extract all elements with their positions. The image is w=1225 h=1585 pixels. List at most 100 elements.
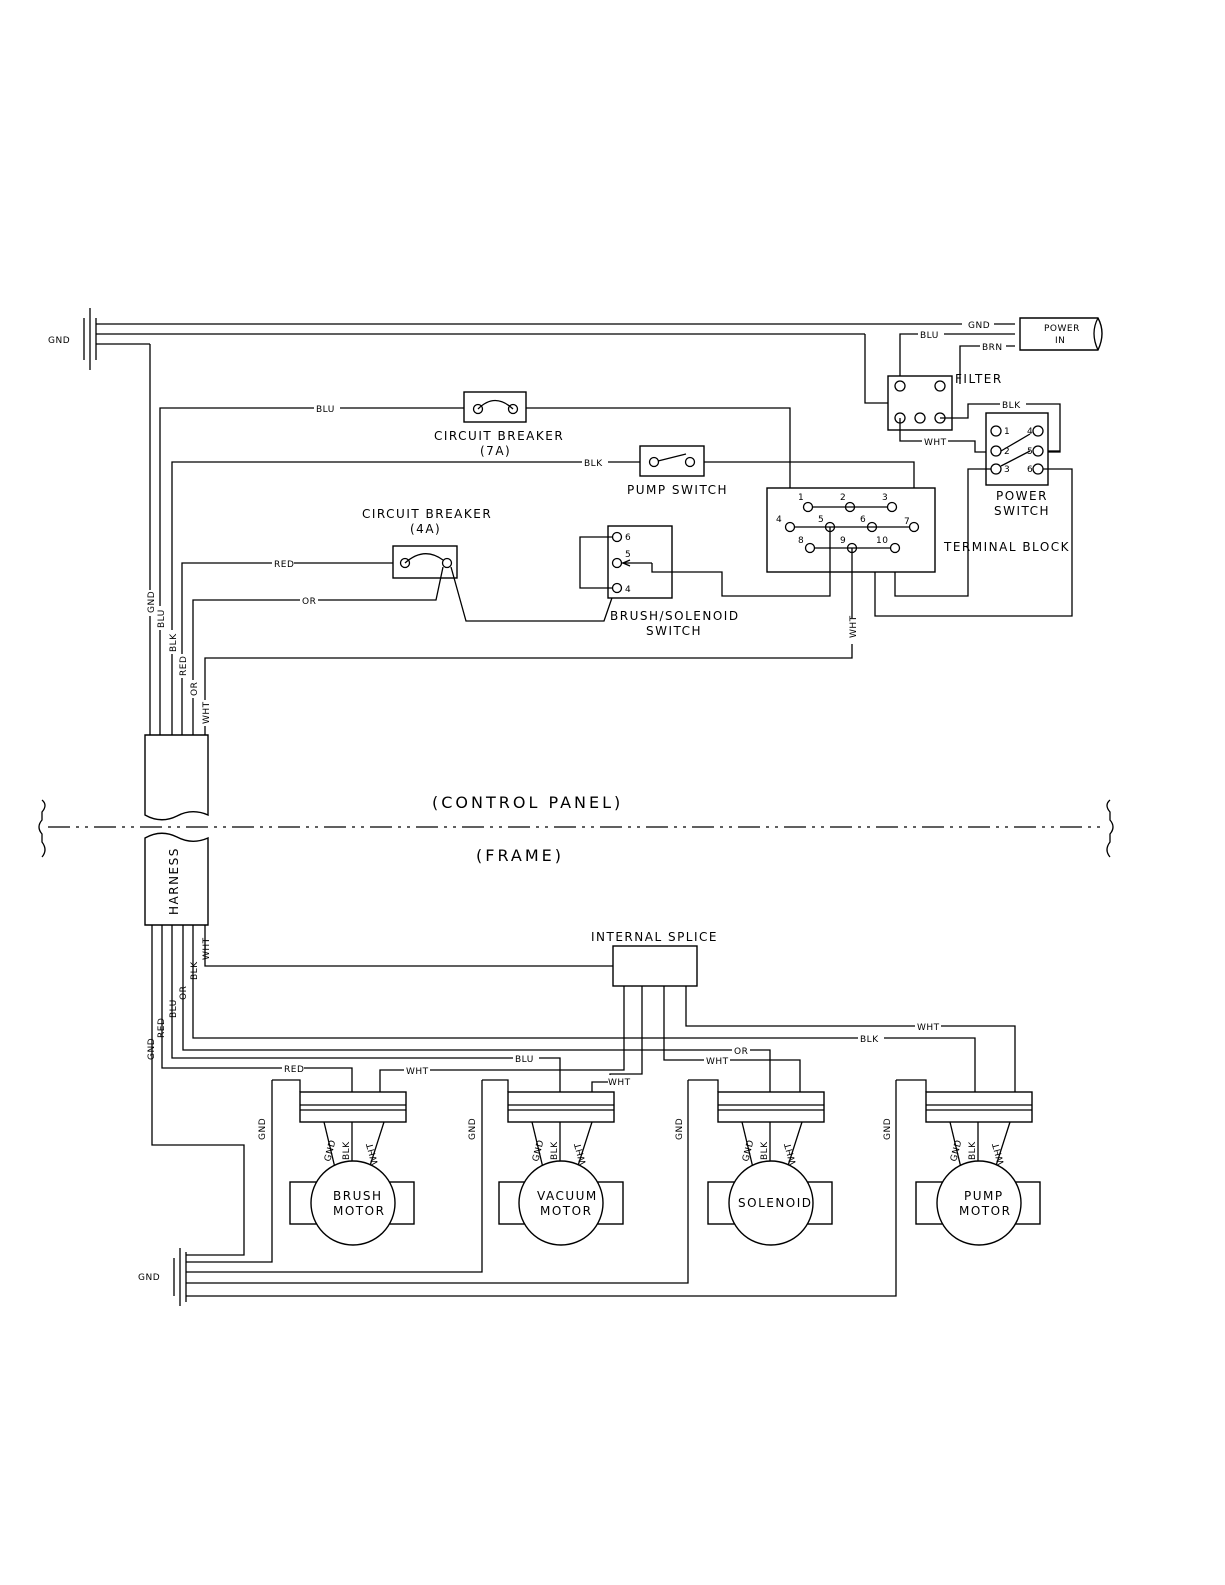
terminal-num-7: 7 <box>904 517 910 527</box>
bundle-label-blk-top: BLK <box>169 633 179 652</box>
frame-label: (FRAME) <box>476 846 564 865</box>
terminal-num-8: 8 <box>798 536 804 546</box>
power-switch-label-2: SWITCH <box>994 504 1050 518</box>
bundle-label-wht-bottom: WHT <box>202 937 212 960</box>
internal-splice: INTERNAL SPLICE <box>591 930 718 987</box>
wire-label-wht-vacuum: WHT <box>608 1078 631 1088</box>
pump-motor: PUMP MOTOR <box>896 1079 1041 1246</box>
wire-label-wht-term: WHT <box>849 615 859 638</box>
bundle-label-or-top: OR <box>190 682 200 696</box>
wire-label-wht-filter: WHT <box>924 438 947 448</box>
lead-wht-pump: WHT <box>991 1141 1007 1165</box>
circuit-breaker-7a-label-1: CIRCUIT BREAKER <box>434 429 564 443</box>
bundle-label-blu-bottom: BLU <box>169 999 179 1018</box>
filter-component: FILTER <box>887 372 1003 431</box>
bundle-label-red-top: RED <box>179 656 189 676</box>
brush-motor-label-2: MOTOR <box>333 1204 385 1218</box>
ground-symbol-top <box>83 308 97 370</box>
power-switch-num-3: 3 <box>1004 465 1010 475</box>
wire-label-wht-pump-motor: WHT <box>917 1023 940 1033</box>
terminal-num-5: 5 <box>818 515 824 525</box>
wire-label-blk-pump: BLK <box>584 459 603 469</box>
wire-label-blu-vacuum: BLU <box>515 1055 534 1065</box>
ground-return-wires: GND GND GND GND <box>186 1080 897 1297</box>
brush-switch-num-5: 5 <box>625 550 631 560</box>
bundle-label-or-bottom: OR <box>179 986 189 1000</box>
gnd-label-solenoid: GND <box>675 1118 685 1140</box>
gnd-label-top: GND <box>48 336 70 346</box>
power-switch-num-4: 4 <box>1027 427 1033 437</box>
brush-switch-num-6: 6 <box>625 533 631 543</box>
wire-label-brn-power: BRN <box>982 343 1003 353</box>
terminal-num-6: 6 <box>860 515 866 525</box>
power-in-label-1: POWER <box>1044 324 1080 334</box>
power-in-connector: POWER IN <box>1019 317 1103 351</box>
internal-splice-label: INTERNAL SPLICE <box>591 930 718 944</box>
ground-symbol-bottom <box>173 1248 187 1306</box>
lead-blk-brush: BLK <box>342 1141 352 1160</box>
bundle-label-wht-top: WHT <box>202 701 212 724</box>
gnd-label-pump: GND <box>883 1118 893 1140</box>
wire-label-or-frame: OR <box>734 1047 748 1057</box>
brush-motor: BRUSH MOTOR <box>272 1079 415 1246</box>
wire-label-or: OR <box>302 597 316 607</box>
terminal-num-9: 9 <box>840 536 846 546</box>
power-switch-wires <box>874 450 1073 617</box>
pump-switch-label: PUMP SWITCH <box>627 483 728 497</box>
motor-lead-labels: GND BLK WHT GND BLK WHT GND BLK WHT GND … <box>323 1139 1007 1166</box>
lead-wht-solenoid: WHT <box>783 1141 799 1165</box>
bundle-label-blk-bottom: BLK <box>190 961 200 980</box>
wire-label-gnd-power: GND <box>968 321 990 331</box>
terminal-num-1: 1 <box>798 493 804 503</box>
terminal-block-label: TERMINAL BLOCK <box>943 540 1070 554</box>
harness-top <box>144 734 209 821</box>
panel-divider <box>38 799 1114 858</box>
filter-label: FILTER <box>955 372 1003 386</box>
gnd-label-bottom: GND <box>138 1273 160 1283</box>
gnd-label-brush: GND <box>258 1118 268 1140</box>
lead-gnd-solenoid: GND <box>741 1139 756 1163</box>
bundle-labels-top: GND BLU BLK RED OR WHT <box>144 590 212 726</box>
terminal-block: 1 2 3 4 5 6 7 8 9 10 TERMINAL BLOCK <box>766 487 1070 573</box>
lead-gnd-pump: GND <box>949 1139 964 1163</box>
wire-label-red-4a: RED <box>274 560 294 570</box>
control-panel-label: (CONTROL PANEL) <box>432 793 623 812</box>
wire-label-wht-solenoid: WHT <box>706 1057 729 1067</box>
terminal-num-4: 4 <box>776 515 782 525</box>
terminal-num-2: 2 <box>840 493 846 503</box>
power-switch-component: 1 2 3 4 5 6 POWER SWITCH <box>985 412 1050 518</box>
wire-label-wht-brush: WHT <box>406 1067 429 1077</box>
wire-label-blk-filter: BLK <box>1002 401 1021 411</box>
frame-wires: BLK WHT OR WHT BLU WHT WHT RED <box>151 925 1016 1256</box>
filter-wires: BLK WHT <box>899 398 1061 453</box>
bundle-labels-bottom: WHT BLK OR BLU RED GND <box>144 936 212 1062</box>
or-wire: OR <box>192 566 615 735</box>
main-feed-wires <box>96 323 1015 735</box>
circuit-breaker-4a-label-1: CIRCUIT BREAKER <box>362 507 492 521</box>
lead-blk-pump: BLK <box>968 1141 978 1160</box>
lead-blk-solenoid: BLK <box>760 1141 770 1160</box>
circuit-breaker-4a-label-2: (4A) <box>410 522 441 536</box>
wire-label-blu-power: BLU <box>920 331 939 341</box>
harness-label: HARNESS <box>167 847 181 915</box>
pump-motor-label-1: PUMP <box>964 1189 1004 1203</box>
wire-label-blu-7a: BLU <box>316 405 335 415</box>
terminal-num-10: 10 <box>876 536 888 546</box>
brush-switch-num-4: 4 <box>625 585 631 595</box>
circuit-breaker-4a: CIRCUIT BREAKER (4A) <box>362 507 492 579</box>
lead-wht-brush: WHT <box>365 1141 381 1165</box>
power-in-wires: GND BLU BRN <box>899 318 1015 384</box>
vacuum-motor-label-2: MOTOR <box>540 1204 592 1218</box>
wire-label-blk-pump-motor: BLK <box>860 1035 879 1045</box>
harness-bottom: HARNESS <box>144 832 209 926</box>
brush-switch-label-1: BRUSH/SOLENOID <box>610 609 740 623</box>
solenoid-label: SOLENOID <box>738 1196 813 1210</box>
vacuum-motor-label-1: VACUUM <box>537 1189 598 1203</box>
power-switch-num-2: 2 <box>1004 447 1010 457</box>
lead-blk-vacuum: BLK <box>550 1141 560 1160</box>
power-switch-num-6: 6 <box>1027 465 1033 475</box>
lead-wht-vacuum: WHT <box>573 1141 589 1165</box>
wire-label-red-brush: RED <box>284 1065 304 1075</box>
solenoid: SOLENOID <box>688 1079 833 1246</box>
